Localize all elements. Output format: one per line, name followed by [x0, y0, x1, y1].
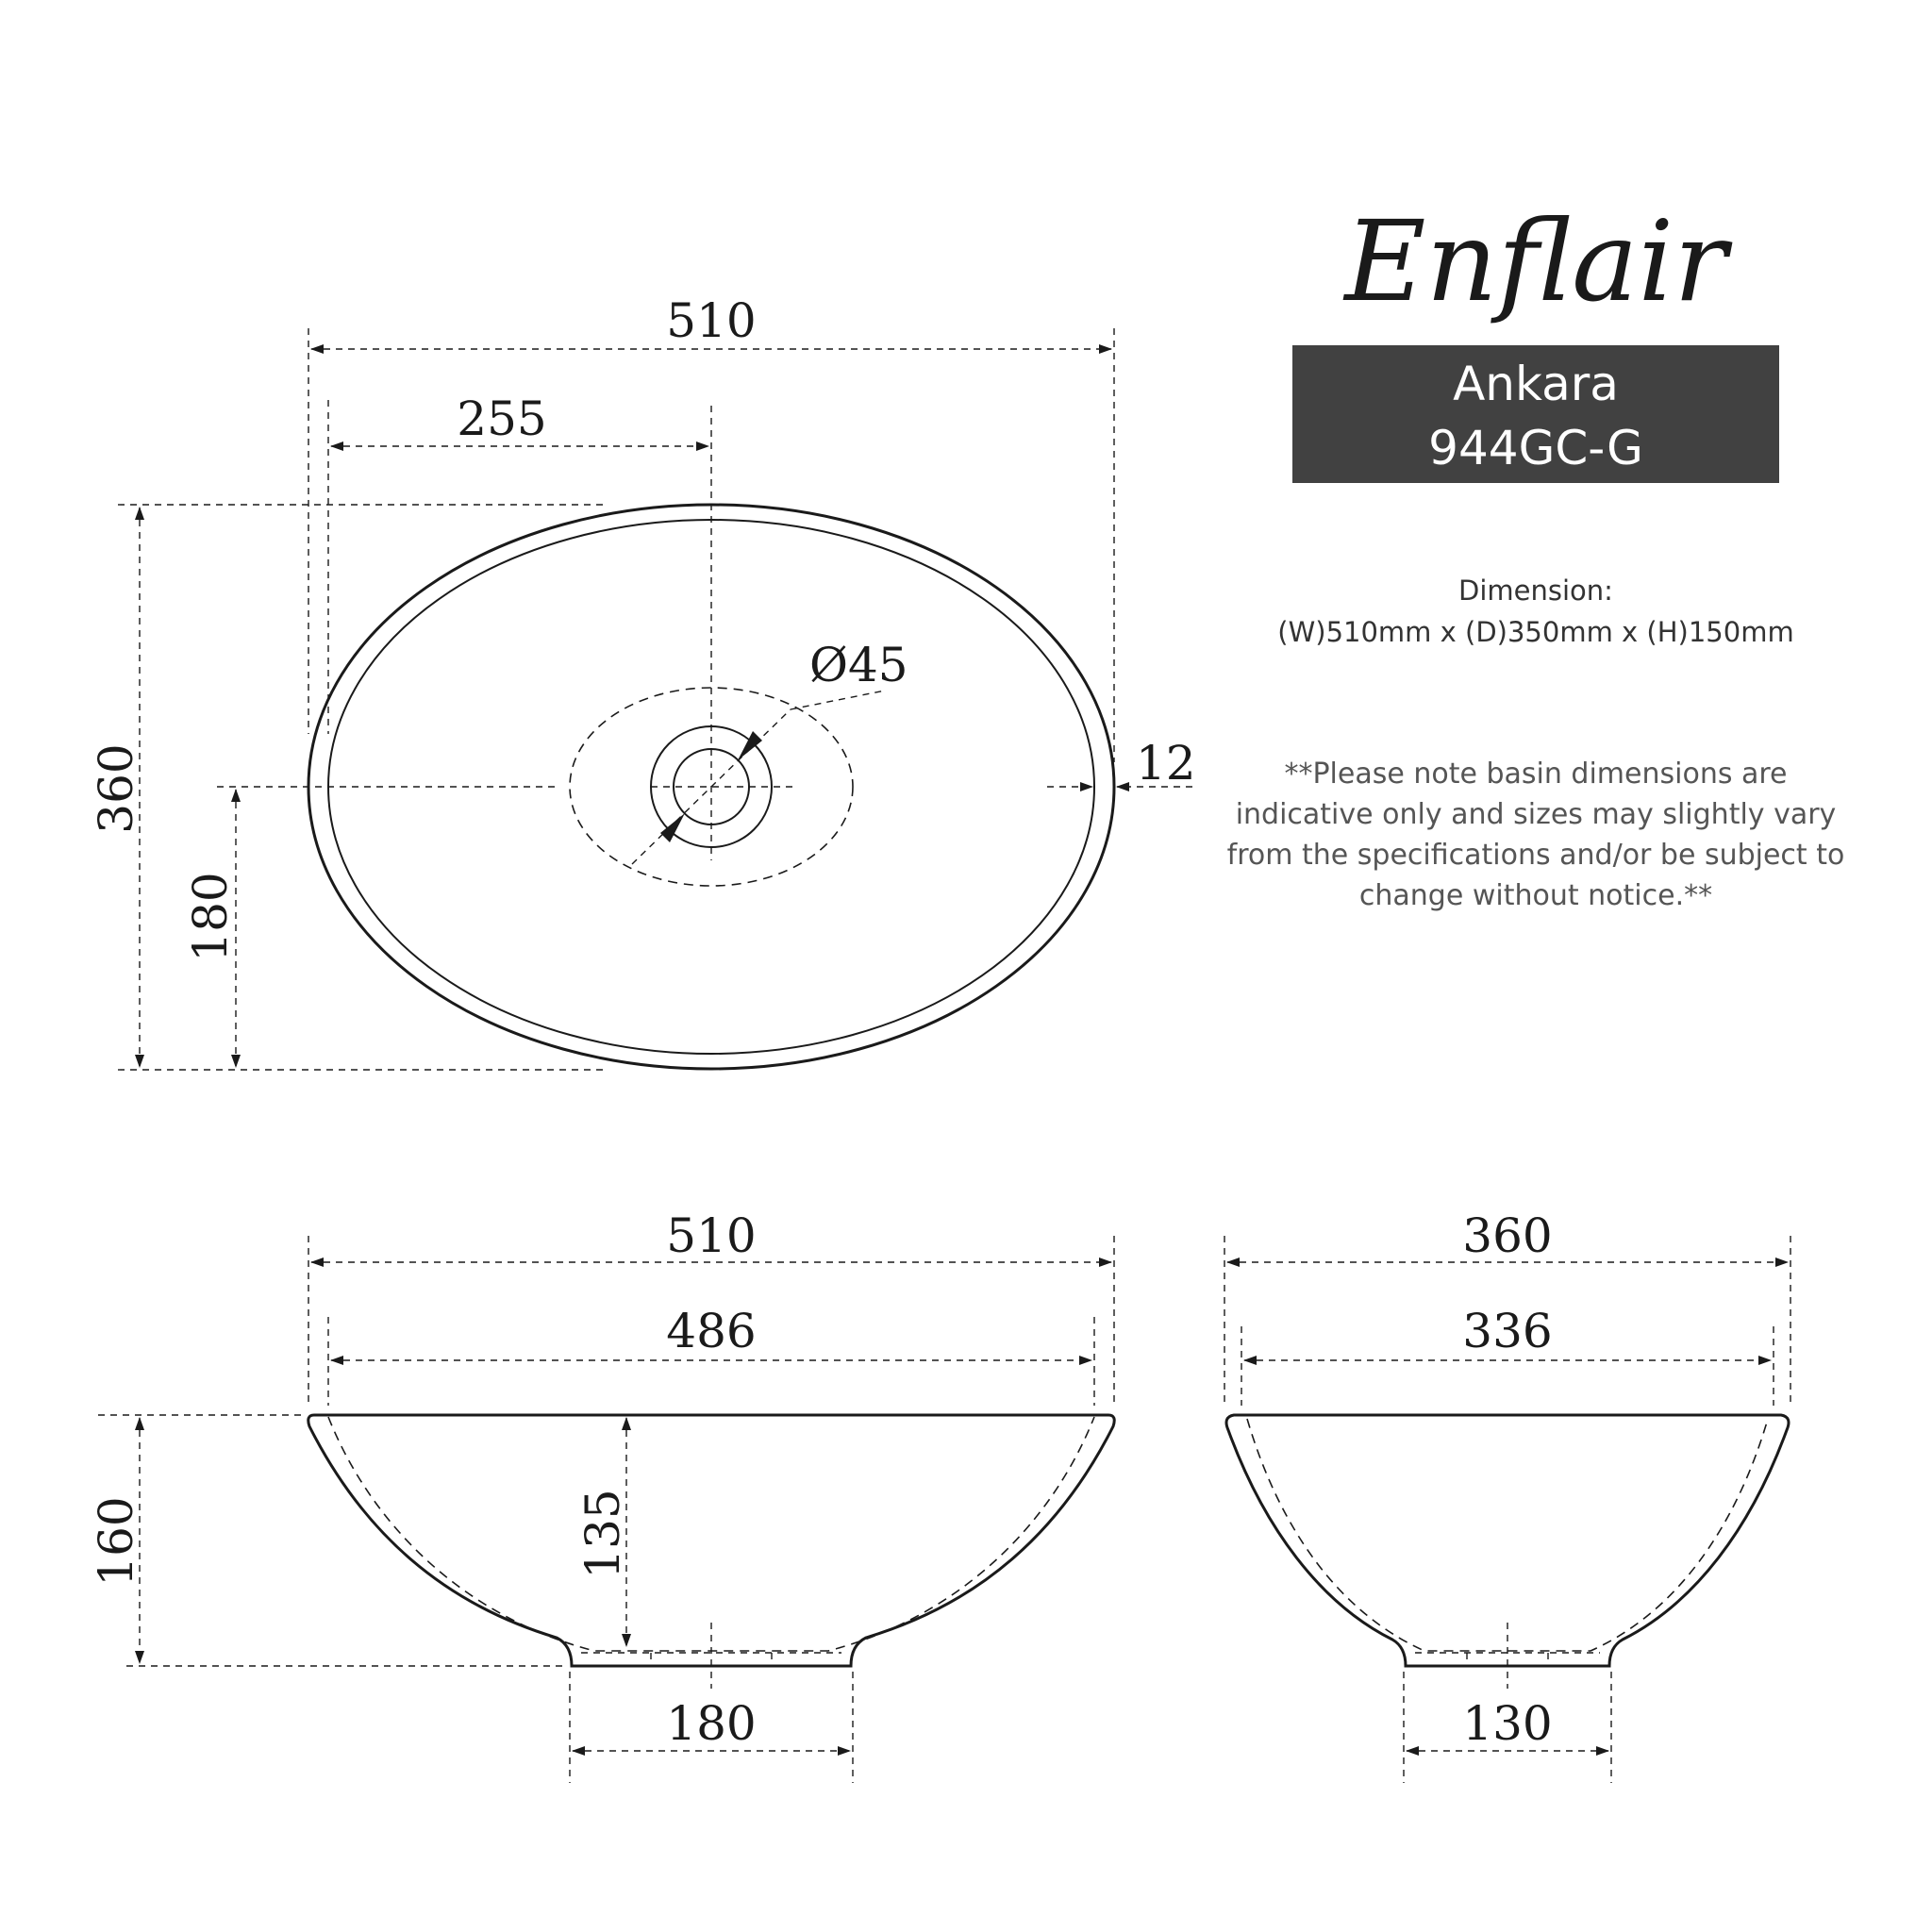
dim-top-half-depth: 180	[183, 872, 238, 961]
base-footprint	[569, 687, 854, 887]
top-view: 510 255 360 180 Ø45 12	[89, 293, 1196, 1071]
product-name: Ankara	[1453, 357, 1619, 411]
dim-side-base-width: 130	[1462, 1696, 1552, 1751]
dim-side-outer-width: 360	[1462, 1208, 1552, 1263]
side-outer-profile	[1224, 1413, 1790, 1668]
dim-front-inner-depth: 135	[575, 1489, 630, 1578]
note-line-1: **Please note basin dimensions are	[1284, 758, 1787, 791]
dim-top-width: 510	[666, 293, 756, 348]
note-line-2: indicative only and sizes may slightly v…	[1236, 798, 1837, 831]
note-line-3: from the specifications and/or be subjec…	[1227, 839, 1845, 872]
front-view: 510 486 160 135 180	[89, 1208, 1116, 1783]
front-inner-profile	[327, 1416, 1095, 1652]
front-outer-profile	[307, 1413, 1116, 1668]
dim-drain-diameter: Ø45	[809, 638, 908, 692]
dim-front-height: 160	[89, 1496, 143, 1586]
dim-front-base-width: 180	[666, 1696, 756, 1751]
product-code: 944GC-G	[1428, 421, 1643, 475]
side-inner-profile	[1246, 1418, 1769, 1652]
dim-top-depth: 360	[89, 743, 143, 833]
brand-logo: Enflair	[1342, 196, 1733, 326]
note-line-4: change without notice.**	[1359, 879, 1712, 912]
dim-front-outer-width: 510	[666, 1208, 756, 1263]
specs-value: (W)510mm x (D)350mm x (H)150mm	[1277, 616, 1793, 648]
dim-top-half-width: 255	[457, 391, 546, 446]
dim-rim-thickness: 12	[1136, 736, 1196, 791]
product-badge	[1292, 345, 1779, 483]
specs-heading: Dimension:	[1458, 575, 1613, 607]
dim-side-inner-width: 336	[1462, 1304, 1552, 1358]
side-view: 360 336 130	[1224, 1208, 1791, 1783]
dim-front-inner-width: 486	[666, 1304, 756, 1358]
